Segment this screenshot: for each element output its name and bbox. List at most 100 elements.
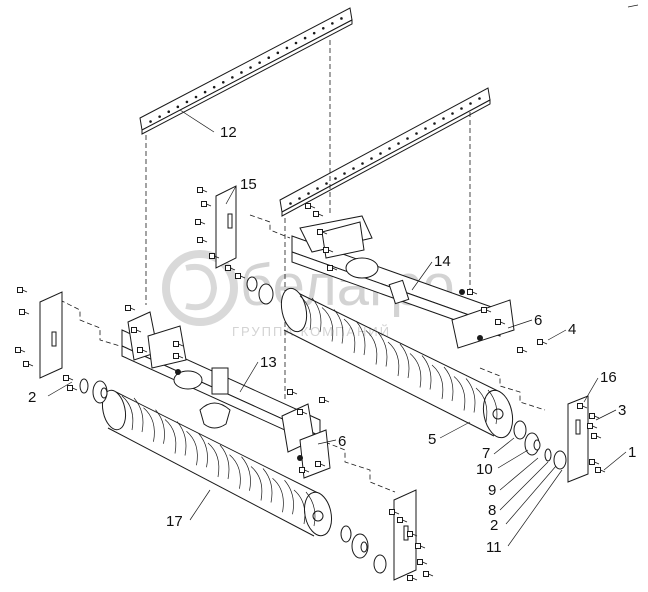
bar-hole <box>298 197 301 200</box>
bar-hole <box>303 36 307 40</box>
bar-hole <box>316 187 319 190</box>
callout-2-right: 2 <box>490 517 498 534</box>
bolt <box>17 287 28 293</box>
callout-11: 11 <box>486 539 502 556</box>
bolt <box>587 423 598 429</box>
bolt <box>125 305 136 311</box>
bolt <box>173 353 184 359</box>
roller-slat <box>443 366 454 402</box>
callout-16: 16 <box>600 369 617 386</box>
plate-slot <box>227 213 233 229</box>
roller-slat <box>198 433 208 468</box>
bolt <box>407 575 418 581</box>
bar-hole <box>267 56 271 60</box>
bolt <box>327 265 338 271</box>
bolt <box>315 461 326 467</box>
bar-hole <box>460 107 463 110</box>
bar-hole <box>285 46 289 50</box>
roller-slat <box>293 489 306 525</box>
bar-hole <box>212 85 216 89</box>
rear-frame-beam-part-14 <box>291 215 515 349</box>
bar-edge <box>141 19 353 135</box>
watermark-logo-mark <box>185 264 218 311</box>
bar-hole <box>334 177 337 180</box>
bar-hole <box>203 90 207 94</box>
bolt <box>389 509 400 515</box>
bolt <box>197 187 208 193</box>
bolt <box>197 237 208 243</box>
bar-hole <box>258 61 261 64</box>
right-bracket <box>451 299 515 349</box>
callout-14: 14 <box>434 253 451 270</box>
roller-slat <box>377 332 388 367</box>
bar-hole <box>478 97 481 100</box>
bolt <box>407 531 418 537</box>
roller-slats <box>121 395 316 527</box>
callout-15: 15 <box>240 176 257 193</box>
bolt <box>299 467 310 473</box>
callout-17: 17 <box>166 513 183 530</box>
bolt <box>287 389 298 395</box>
bar-hole <box>415 132 418 135</box>
bolt <box>225 265 236 271</box>
bolt <box>481 307 492 313</box>
side-plate-lower <box>393 489 417 581</box>
plate-body <box>215 185 237 269</box>
bearing-stack-right <box>513 420 567 470</box>
roller-slat <box>399 343 410 379</box>
roller-hub <box>312 510 324 522</box>
bolt <box>595 467 606 473</box>
bar-hole <box>442 117 445 120</box>
fasteners <box>15 187 606 581</box>
bolt <box>235 273 246 279</box>
beam-post <box>211 367 229 395</box>
bolt <box>201 201 212 207</box>
callout-labels: 12 15 14 6 4 16 3 1 13 6 5 7 10 9 8 2 2 … <box>28 124 636 556</box>
roller-slat <box>164 419 177 454</box>
bolt <box>63 375 74 381</box>
roller-hub <box>492 408 504 420</box>
callout-6-lower: 6 <box>338 433 346 450</box>
bar-hole <box>331 22 334 25</box>
bearing-stack-upper <box>246 276 274 305</box>
bolt <box>415 543 426 549</box>
roller-slat <box>241 456 251 491</box>
roller-slat <box>207 442 220 478</box>
bolt <box>591 433 602 439</box>
callout-8: 8 <box>488 502 496 519</box>
roller-slat <box>465 378 476 413</box>
roller-slats <box>299 295 498 425</box>
bar-hole <box>289 202 292 205</box>
bearing-stack-left <box>79 378 108 404</box>
bar-hole <box>388 147 391 150</box>
roller-slat <box>321 307 334 342</box>
bolt <box>137 347 148 353</box>
bar-hole <box>240 71 243 74</box>
bar-hole <box>312 31 316 35</box>
bar-hole <box>321 26 325 30</box>
bolt <box>589 459 600 465</box>
roller-slat <box>284 480 294 515</box>
bolt <box>517 347 528 353</box>
rear-roller-part-5 <box>280 287 514 439</box>
bar-hole <box>361 162 364 165</box>
beam-clip <box>388 279 410 305</box>
bar-holes <box>149 17 343 123</box>
bolt <box>313 211 324 217</box>
bar-hole <box>433 122 436 125</box>
bar-hole <box>325 182 328 185</box>
roller-slat <box>487 389 498 425</box>
bolt <box>209 253 220 259</box>
bolt <box>397 517 408 523</box>
beam-hitch <box>199 402 231 429</box>
roller-slat <box>121 395 134 431</box>
bar-edge <box>281 99 491 217</box>
rear-mounting-bar <box>279 87 491 217</box>
roller-slat <box>299 295 312 331</box>
roller-slat <box>219 444 230 480</box>
washer-part-7 <box>513 420 527 440</box>
bar-face <box>279 87 491 213</box>
roller-slat <box>333 309 344 344</box>
bar-hole <box>352 167 355 170</box>
